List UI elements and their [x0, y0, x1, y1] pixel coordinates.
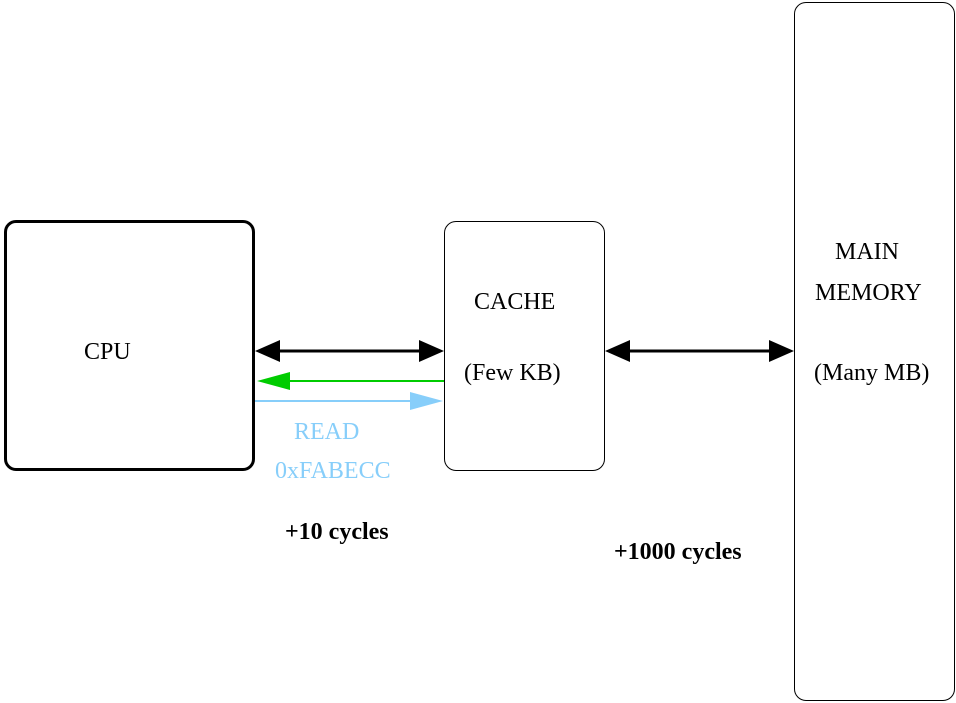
- cache-size-label: (Few KB): [464, 360, 561, 386]
- main-memory-title-line1: MAIN: [835, 239, 899, 265]
- cpu-cache-bus-arrow: [255, 340, 444, 362]
- cpu-box: [4, 220, 255, 471]
- request-address-label: 0xFABECC: [275, 458, 391, 484]
- cpu-label: CPU: [84, 339, 131, 365]
- cache-memory-bus-arrow: [605, 340, 794, 362]
- response-arrow: [257, 372, 444, 390]
- main-memory-box: [794, 2, 955, 701]
- memory-latency-label: +1000 cycles: [614, 539, 742, 565]
- cache-box: [444, 221, 605, 471]
- request-operation-label: READ: [294, 419, 360, 445]
- main-memory-size-label: (Many MB): [814, 360, 930, 386]
- request-arrow: [255, 392, 443, 410]
- main-memory-title-line2: MEMORY: [815, 280, 922, 306]
- cache-title: CACHE: [474, 289, 556, 315]
- cache-latency-label: +10 cycles: [285, 519, 389, 545]
